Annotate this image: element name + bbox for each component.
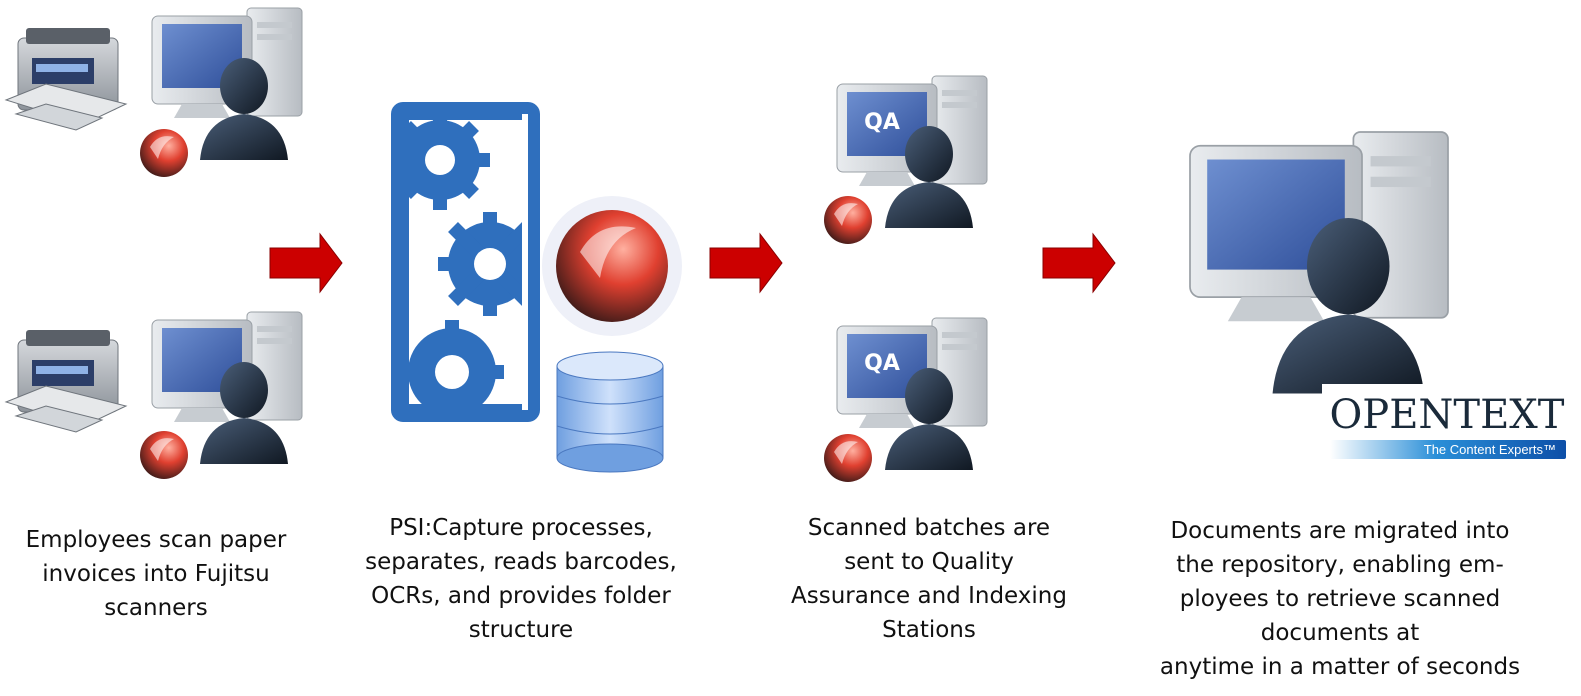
caption-repository: Documents are migrated into the reposito… (1130, 514, 1550, 684)
caption-line: structure (468, 617, 574, 643)
scan-station-top (5, 7, 303, 183)
opentext-logo: OPENTEXT The Content Experts™ (1322, 384, 1572, 462)
qa-station-top: QA (818, 75, 988, 250)
qa-station-bottom: QA (818, 317, 988, 488)
database-icon (556, 351, 664, 473)
caption-line: ployees to retrieve scanned (1179, 586, 1501, 612)
arrow-icon (269, 233, 343, 293)
capture-logo-icon (134, 123, 194, 183)
computer-user-icon (1189, 131, 1449, 395)
caption-line: Documents are migrated into (1170, 518, 1510, 544)
caption-scan: Employees scan paper invoices into Fujit… (0, 523, 312, 625)
capture-gears-icon (386, 102, 546, 422)
scanner-icon (5, 27, 127, 131)
caption-line: scanners (104, 595, 208, 621)
caption-line: the repository, enabling em- (1176, 552, 1504, 578)
scanner-icon (5, 329, 127, 433)
caption-line: Employees scan paper (25, 527, 287, 553)
caption-qa: Scanned batches are sent to Quality Assu… (768, 511, 1090, 647)
capture-logo-icon (542, 196, 682, 336)
qa-label: QA (864, 351, 900, 376)
caption-line: invoices into Fujitsu (42, 561, 270, 587)
opentext-tagline: The Content Experts™ (1330, 440, 1566, 459)
qa-label: QA (864, 110, 900, 135)
caption-line: anytime in a matter of seconds (1159, 654, 1521, 680)
caption-line: Assurance and Indexing (791, 583, 1067, 609)
caption-line: separates, reads barcodes, (365, 549, 677, 575)
capture-logo-icon (818, 428, 878, 488)
caption-line: Stations (882, 617, 976, 643)
caption-line: sent to Quality (844, 549, 1014, 575)
caption-line: Scanned batches are (807, 515, 1051, 541)
arrow-icon (709, 233, 783, 293)
caption-line: documents at (1260, 620, 1420, 646)
capture-logo-icon (134, 425, 194, 485)
scan-station-bottom (5, 311, 303, 485)
repository-station (1189, 131, 1449, 395)
arrow-icon (1042, 233, 1116, 293)
opentext-wordmark: OPENTEXT (1329, 392, 1565, 438)
caption-capture: PSI:Capture processes, separates, reads … (346, 511, 696, 647)
capture-logo-icon (818, 190, 878, 250)
caption-line: PSI:Capture processes, (389, 515, 653, 541)
caption-line: OCRs, and provides folder (371, 583, 671, 609)
